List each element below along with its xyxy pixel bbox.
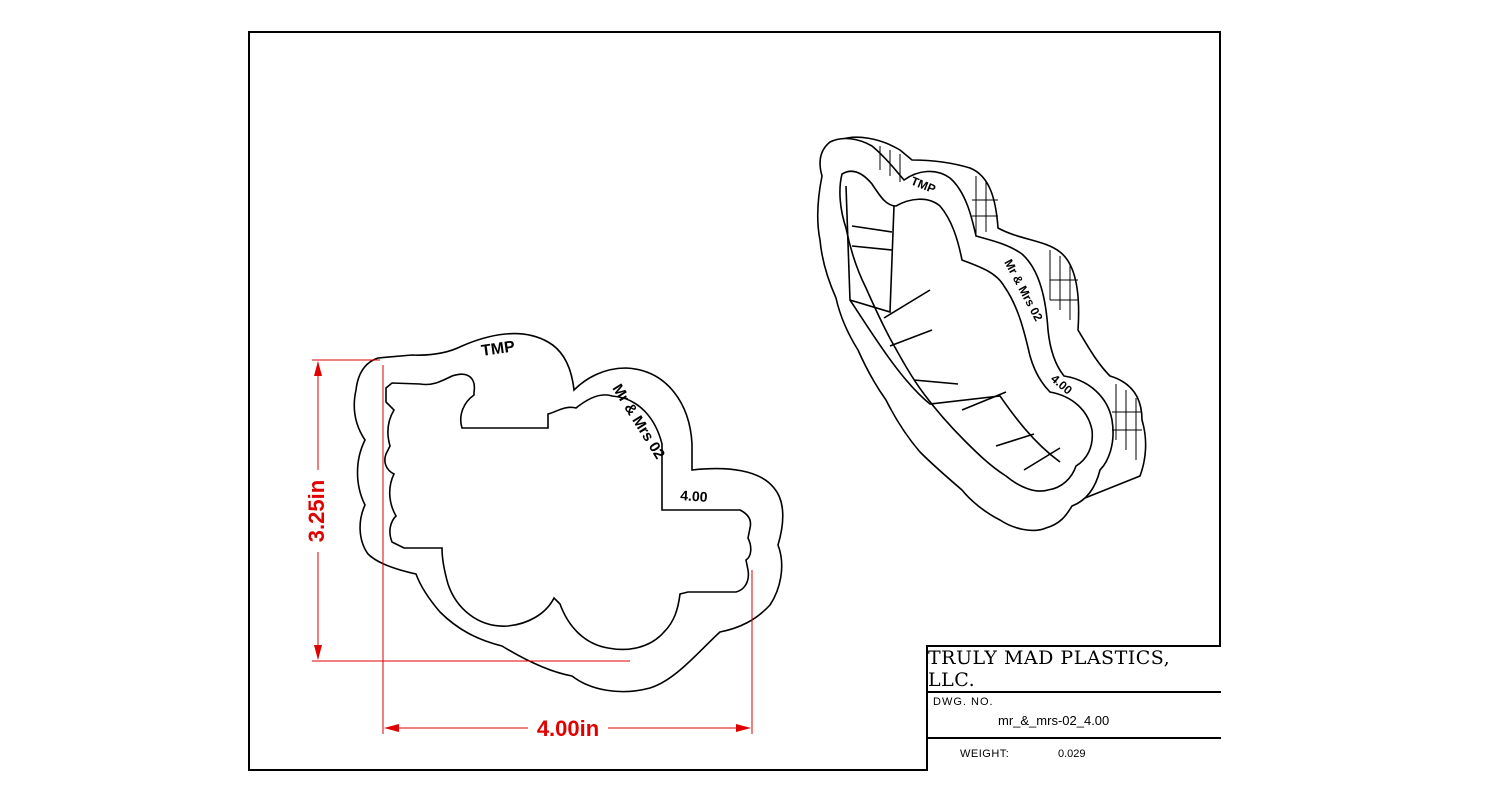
engraving-brand-front: TMP bbox=[480, 338, 516, 360]
dimension-annotations: 3.25in 4.00in bbox=[304, 359, 753, 741]
drawing-number-field: DWG. NO. mr_&_mrs-02_4.00 bbox=[928, 693, 1221, 739]
company-name: TRULY MAD PLASTICS, LLC. bbox=[928, 647, 1221, 693]
iso-step-lines bbox=[879, 146, 1142, 460]
drawing-number-value: mr_&_mrs-02_4.00 bbox=[998, 713, 1110, 728]
iso-wall-edge-7 bbox=[995, 433, 1035, 447]
height-arrow-bottom bbox=[314, 645, 322, 660]
iso-rim-inner bbox=[839, 170, 1094, 492]
iso-inner-wall-bottom bbox=[849, 299, 1061, 463]
iso-wall-edge-4 bbox=[889, 329, 933, 347]
iso-wall-edge-3 bbox=[883, 289, 931, 319]
title-block: TRULY MAD PLASTICS, LLC. DWG. NO. mr_&_m… bbox=[926, 645, 1221, 771]
front-view: TMP Mr & Mrs 02 4.00 bbox=[353, 332, 784, 693]
width-dimension-label: 4.00in bbox=[537, 716, 599, 741]
weight-field: WEIGHT: 0.029 bbox=[928, 739, 1221, 773]
drawing-number-label: DWG. NO. bbox=[933, 696, 994, 708]
engraving-size-front: 4.00 bbox=[680, 487, 709, 505]
isometric-view: TMP Mr & Mrs 02 4.00 bbox=[817, 136, 1147, 532]
height-arrow-top bbox=[314, 361, 322, 376]
iso-wall-edge-1 bbox=[851, 225, 893, 233]
front-view-outer-outline bbox=[353, 332, 784, 693]
iso-wall-edge-8 bbox=[1023, 447, 1061, 471]
height-dimension-label: 3.25in bbox=[304, 480, 329, 542]
iso-wall-edge-6 bbox=[961, 391, 1007, 411]
front-view-inner-cavity bbox=[384, 373, 752, 651]
weight-value: 0.029 bbox=[1058, 748, 1086, 760]
iso-inner-wall-left bbox=[845, 185, 895, 314]
iso-wall-edge-2 bbox=[851, 245, 893, 251]
iso-wall-edge-5 bbox=[913, 379, 959, 385]
weight-label: WEIGHT: bbox=[960, 748, 1010, 760]
sheet-border bbox=[248, 31, 1221, 771]
width-arrow-left bbox=[384, 724, 399, 732]
width-arrow-right bbox=[736, 724, 751, 732]
engraving-name-front: Mr & Mrs 02 bbox=[609, 381, 668, 462]
